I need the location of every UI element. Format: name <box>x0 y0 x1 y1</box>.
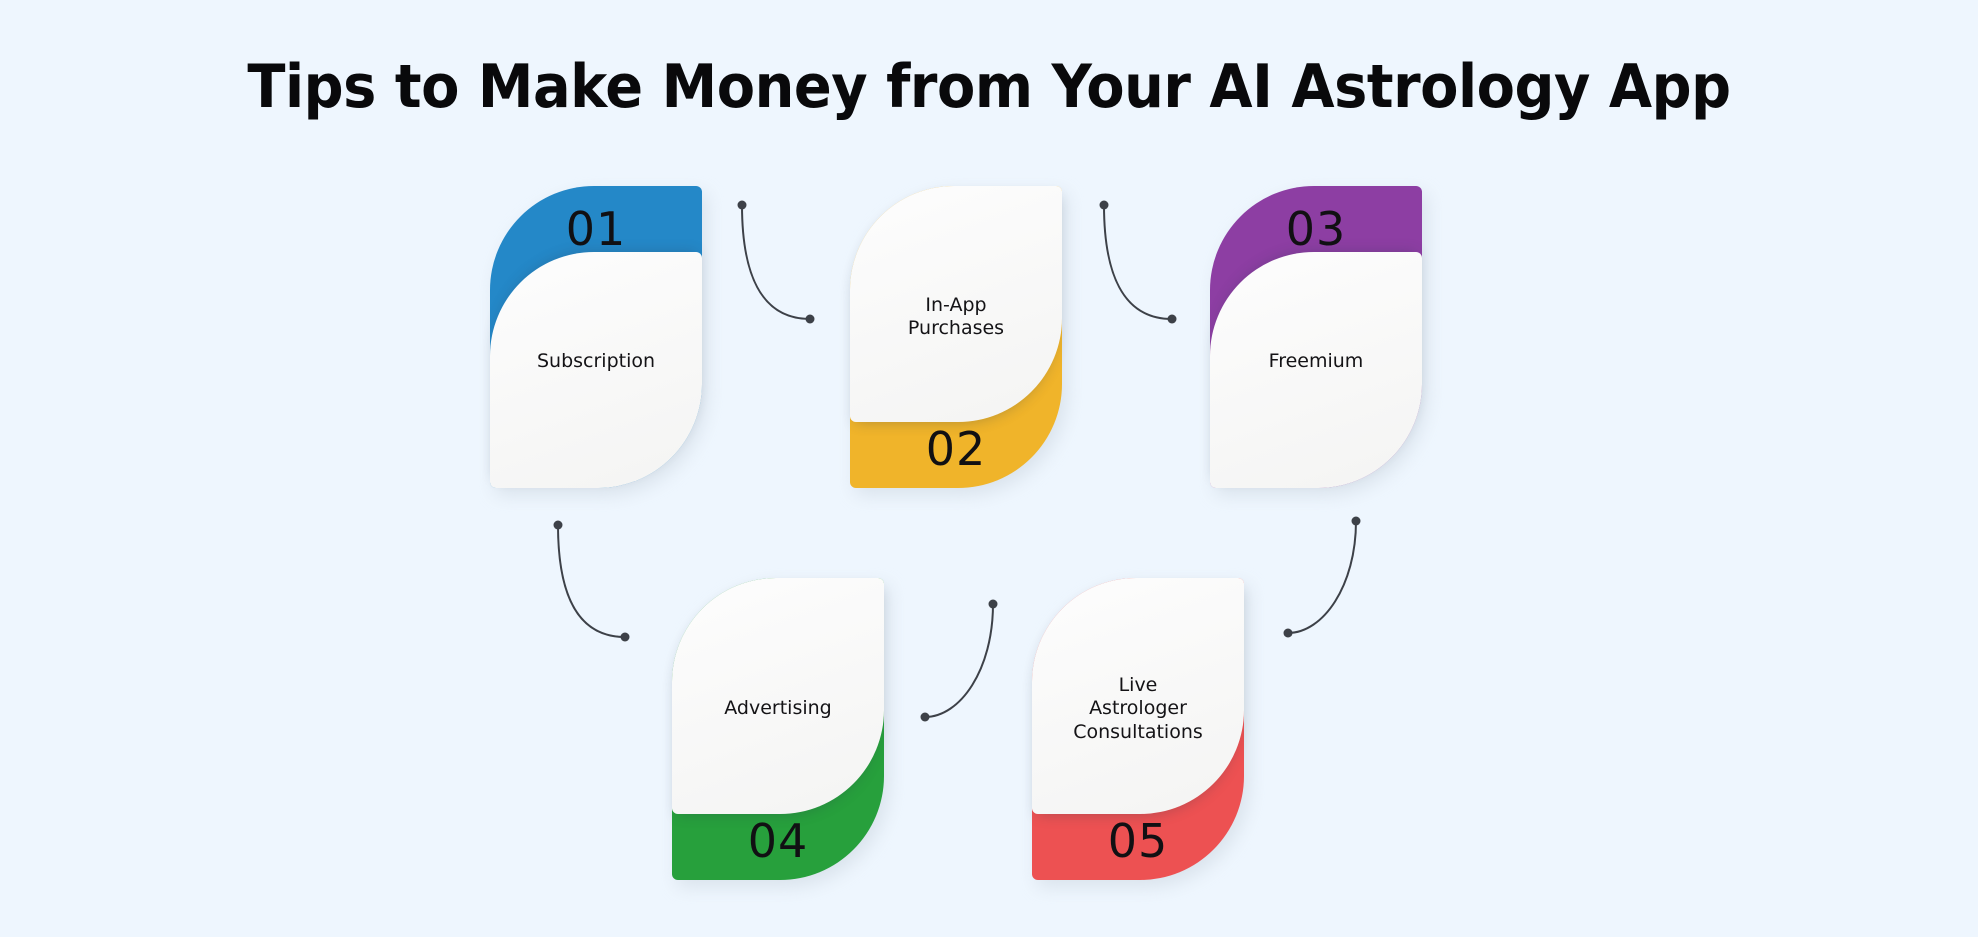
card-label: In-App Purchases <box>907 293 1005 339</box>
connector-end-dot <box>620 632 630 642</box>
card-number: 02 <box>925 422 987 476</box>
card-white-panel <box>490 252 702 488</box>
card-number: 05 <box>1107 814 1169 868</box>
connector-01-to-02 <box>737 200 815 324</box>
connector-start-dot <box>737 200 747 210</box>
card-number: 01 <box>565 202 627 256</box>
card-05[interactable]: Live Astrologer Consultations 05 <box>1032 578 1249 887</box>
card-number: 04 <box>747 814 809 868</box>
page-title: Tips to Make Money from Your AI Astrolog… <box>247 52 1731 122</box>
connector-path <box>741 204 811 320</box>
card-number: 03 <box>1285 202 1347 256</box>
connector-path <box>1103 204 1173 320</box>
card-label: Advertising <box>724 697 832 720</box>
card-01[interactable]: Subscription 01 <box>490 186 707 495</box>
connector-start-dot <box>1283 628 1293 638</box>
card-white-panel <box>1210 252 1422 488</box>
card-label: Freemium <box>1268 350 1364 373</box>
connector-start-dot <box>1099 200 1109 210</box>
connector-start-dot <box>920 712 930 722</box>
connector-end-dot <box>805 314 815 324</box>
card-label: Subscription <box>536 350 656 373</box>
connector-path <box>1287 520 1357 634</box>
card-04[interactable]: Advertising 04 <box>672 578 889 887</box>
connector-05-to-03 <box>1283 516 1361 638</box>
connector-end-dot <box>1351 516 1361 526</box>
connector-end-dot <box>988 599 998 609</box>
connector-end-dot <box>1167 314 1177 324</box>
card-03[interactable]: Freemium 03 <box>1210 186 1427 495</box>
card-white-panel <box>672 578 884 814</box>
connector-01-to-04 <box>553 520 630 642</box>
connector-start-dot <box>553 520 563 530</box>
connector-path <box>557 524 626 638</box>
card-white-panel <box>850 186 1062 422</box>
card-white-panel <box>1032 578 1244 814</box>
card-label: Live Astrologer Consultations <box>1073 674 1203 743</box>
connector-04-to-05 <box>920 599 998 722</box>
connector-02-to-03 <box>1099 200 1177 324</box>
card-02[interactable]: In-App Purchases 02 <box>850 186 1067 495</box>
connector-path <box>924 603 994 718</box>
